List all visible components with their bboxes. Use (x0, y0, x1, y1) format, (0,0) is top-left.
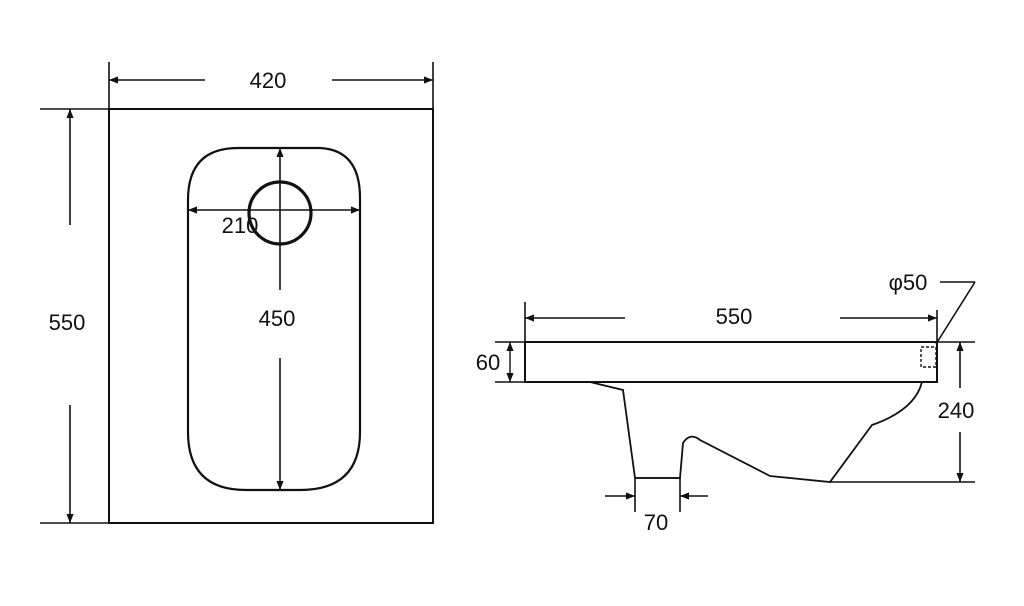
depth-label: 240 (938, 398, 975, 423)
bowl-outline (186, 146, 362, 492)
inlet-leader-diagonal (935, 281, 976, 345)
bowl-length-label: 450 (259, 306, 296, 331)
inlet-label: φ50 (889, 270, 928, 295)
bowl-width-label: 210 (222, 213, 259, 238)
top-view: 420 550 210 450 (40, 62, 434, 524)
inlet-hidden-outline (920, 346, 937, 368)
body-profile (589, 381, 923, 483)
outlet-label: 70 (644, 510, 668, 535)
side-view: 550 60 240 70 φ50 (476, 270, 976, 535)
height-label: 550 (49, 310, 86, 335)
top-view-outline (108, 108, 434, 524)
slab-outline (524, 341, 938, 383)
width-label: 420 (250, 68, 287, 93)
length-label: 550 (716, 304, 753, 329)
thickness-label: 60 (476, 350, 500, 375)
